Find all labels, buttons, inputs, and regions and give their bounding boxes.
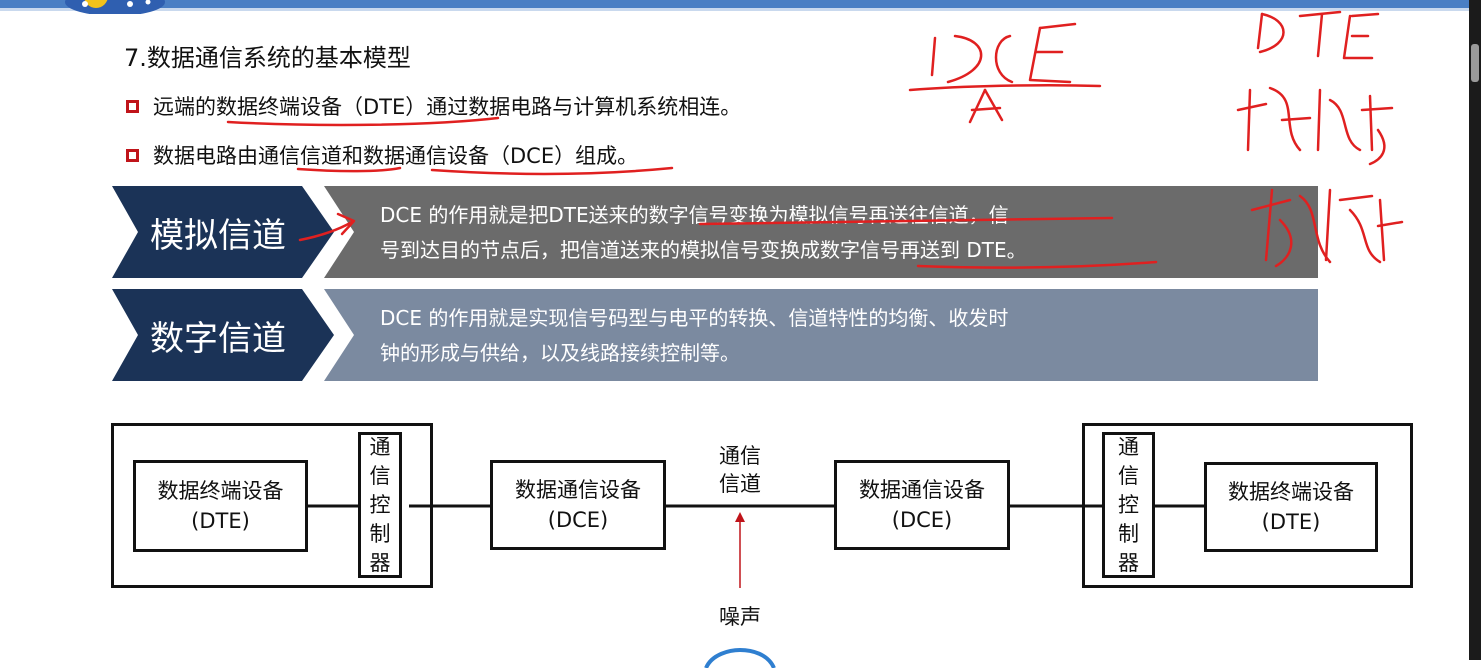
bullet-item: 数据电路由通信信道和数据通信设备（DCE）组成。 xyxy=(126,140,638,170)
logo-cloud-icon xyxy=(65,0,165,14)
node-label: 数据终端设备 xyxy=(157,479,284,503)
controller-left-box: 通 信 控 制 器 xyxy=(358,432,402,578)
band-label: 数字信道 xyxy=(150,318,286,359)
controller-char: 器 xyxy=(1118,550,1139,575)
noise-label: 噪声 xyxy=(719,605,761,629)
controller-char: 通 xyxy=(1118,434,1139,459)
node-label: (DTE) xyxy=(191,509,250,533)
square-bullet-icon xyxy=(126,148,139,162)
band-description: DCE 的作用就是把DTE送来的数字信号变换为模拟信号再送往信道，信 号到达目的… xyxy=(380,198,1210,268)
dce-right-box: 数据通信设备 (DCE) xyxy=(834,460,1010,550)
bottom-circle-icon xyxy=(704,648,776,668)
right-terminal-group xyxy=(1082,423,1413,588)
controller-char: 制 xyxy=(369,521,391,546)
node-label: 数据通信设备 xyxy=(515,478,641,502)
dte-right-box: 数据终端设备 (DTE) xyxy=(1204,462,1378,552)
bullet-item: 远端的数据终端设备（DTE）通过数据电路与计算机系统相连。 xyxy=(126,91,741,121)
square-bullet-icon xyxy=(126,99,139,113)
band-line: DCE 的作用就是实现信号码型与电平的转换、信道特性的均衡、收发时 xyxy=(380,306,1009,330)
band-text-box xyxy=(324,186,1318,278)
dce-left-box: 数据通信设备 (DCE) xyxy=(490,460,666,550)
controller-char: 信 xyxy=(1118,463,1139,488)
band-line: 号到达目的节点后，把信道送来的模拟信号变换成数字信号再送到 DTE。 xyxy=(380,238,1027,262)
controller-char: 器 xyxy=(369,550,391,575)
node-label: (DTE) xyxy=(1261,510,1321,534)
channel-label-line: 通信 xyxy=(719,444,761,468)
analog-channel-band: 模拟信道 DCE 的作用就是把DTE送来的数字信号变换为模拟信号再送往信道，信 … xyxy=(112,186,1318,278)
band-label: 模拟信道 xyxy=(150,215,286,256)
controller-char: 通 xyxy=(369,434,391,459)
noise-arrow-head xyxy=(735,512,745,522)
node-label: 数据通信设备 xyxy=(859,478,985,502)
band-text-box xyxy=(324,289,1318,381)
controller-char: 控 xyxy=(369,492,391,517)
channel-label: 通信 信道 xyxy=(712,442,768,498)
controller-char: 信 xyxy=(369,463,391,488)
controller-char: 控 xyxy=(1118,492,1139,517)
controller-right-box: 通 信 控 制 器 xyxy=(1102,432,1155,578)
controller-char: 制 xyxy=(1118,521,1139,546)
slide-top-strip xyxy=(0,8,1481,11)
band-chevron xyxy=(112,289,334,381)
slide-top-bar xyxy=(0,0,1481,8)
scrollbar[interactable] xyxy=(1469,0,1481,660)
node-label: 数据终端设备 xyxy=(1228,480,1354,504)
dte-left-box: 数据终端设备 (DTE) xyxy=(133,460,308,552)
node-label: (DCE) xyxy=(891,508,953,532)
band-chevron xyxy=(112,186,334,278)
band-line: 钟的形成与供给，以及线路接续控制等。 xyxy=(380,341,740,365)
channel-label-line: 信道 xyxy=(719,472,761,496)
scrollbar-thumb[interactable] xyxy=(1471,44,1479,82)
node-label: (DCE) xyxy=(547,508,609,532)
digital-channel-band: 数字信道 DCE 的作用就是实现信号码型与电平的转换、信道特性的均衡、收发时 钟… xyxy=(112,289,1318,381)
left-terminal-group xyxy=(111,423,433,588)
slide-title: 7.数据通信系统的基本模型 xyxy=(124,44,411,72)
bullet-text: 数据电路由通信信道和数据通信设备（DCE）组成。 xyxy=(153,144,639,168)
band-description: DCE 的作用就是实现信号码型与电平的转换、信道特性的均衡、收发时 钟的形成与供… xyxy=(380,301,1210,371)
bullet-text: 远端的数据终端设备（DTE）通过数据电路与计算机系统相连。 xyxy=(153,95,742,119)
